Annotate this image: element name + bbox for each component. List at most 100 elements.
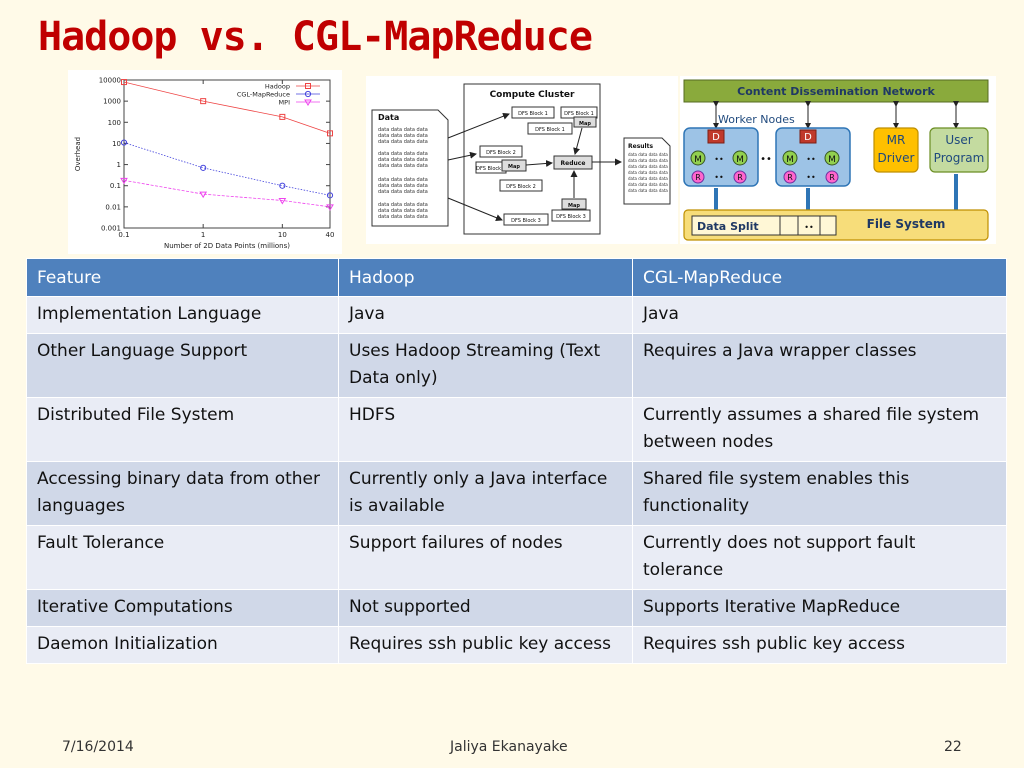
results-line: data data data data: [628, 188, 668, 193]
map-label-2a: M: [786, 155, 794, 165]
mr-driver-box: [873, 127, 919, 173]
table-row: Other Language Support Uses Hadoop Strea…: [26, 333, 1007, 398]
dots-1: ••: [714, 155, 723, 164]
worker-nodes-svg: Content Dissemination Network Worker Nod…: [683, 79, 989, 241]
legend-marker: [304, 99, 312, 106]
table-row: Implementation Language Java Java: [26, 296, 1007, 334]
feature-cell: Fault Tolerance: [26, 525, 339, 590]
mr-driver-label-1: MR: [887, 133, 906, 147]
map-box-3: [561, 198, 587, 210]
reduce-label-2a: R: [787, 173, 793, 182]
data-label: Data: [378, 113, 399, 122]
series-line-mpi: [123, 179, 331, 208]
feature-cell: Accessing binary data from other languag…: [26, 461, 339, 526]
reduce-node-2b: [825, 170, 839, 184]
hadoop-cell: Support failures of nodes: [338, 525, 633, 590]
feature-cell: Distributed File System: [26, 397, 339, 462]
cgl-cell: Supports Iterative MapReduce: [632, 589, 1007, 627]
user-program-label-1: User: [945, 133, 972, 147]
arrow-data-to-block3: [447, 197, 503, 221]
user-program-box: [929, 127, 989, 173]
slide-date: 7/16/2014: [62, 739, 134, 755]
cgl-cell: Requires ssh public key access: [632, 626, 1007, 664]
reduce-label-2b: R: [829, 173, 835, 182]
y-tick-label: 10000: [99, 77, 121, 85]
dfs-block-1c-label: DFS Block 1: [535, 127, 565, 133]
data-point-mpi: [120, 177, 128, 185]
dfs-block-3: [503, 213, 549, 226]
mr-driver-label-2: Driver: [878, 151, 915, 165]
network-label: Content Dissemination Network: [737, 85, 935, 98]
feature-cell: Daemon Initialization: [26, 626, 339, 664]
x-tick-label: 40: [326, 231, 335, 239]
worker-nodes-diagram: Content Dissemination Network Worker Nod…: [680, 76, 996, 244]
data-line: data data data data: [378, 151, 428, 157]
daemon-label-2: D: [804, 132, 812, 143]
dfs-block-1c: [527, 122, 573, 135]
data-point-mpi: [199, 191, 208, 199]
table-row: Daemon Initialization Requires ssh publi…: [26, 626, 1007, 664]
legend-label: MPI: [279, 99, 291, 107]
results-line: data data data data: [628, 164, 668, 169]
reduce-node-2a: [783, 170, 797, 184]
reduce-label-1b: R: [737, 173, 743, 182]
data-line: data data data data: [378, 133, 428, 139]
feature-cell: Iterative Computations: [26, 589, 339, 627]
map-label-3: Map: [568, 203, 580, 209]
results-line: data data data data: [628, 170, 668, 175]
legend-marker: [304, 90, 312, 98]
hadoop-cell: Java: [338, 296, 633, 334]
series-line-cgl-mapreduce: [123, 142, 331, 196]
daemon-label-1: D: [712, 132, 720, 143]
x-tick-label: 0.1: [118, 231, 129, 239]
dfs-block-3b-label: DFS Block 3: [556, 214, 586, 220]
data-line: data data data data: [378, 139, 428, 145]
cluster-title: Compute Cluster: [490, 90, 575, 100]
reduce-node-1b: [733, 170, 747, 184]
y-tick-label: 100: [108, 119, 121, 127]
results-line: data data data data: [628, 158, 668, 163]
map-box-2: [501, 159, 527, 172]
map-label-1: Map: [579, 121, 591, 127]
dfs-block-2c: [499, 179, 543, 192]
reduce-label: Reduce: [561, 160, 586, 167]
dfs-block-2c-label: DFS Block 2: [506, 184, 536, 190]
reduce-node-1a: [691, 170, 705, 184]
data-point-mpi: [326, 204, 334, 211]
user-program-label-2: Program: [934, 151, 985, 165]
data-point-cgl-mapreduce: [326, 192, 334, 199]
reduce-label-1a: R: [695, 173, 701, 182]
data-line: data data data data: [378, 127, 428, 133]
y-tick-label: 1: [117, 161, 121, 169]
table-row: Distributed File System HDFS Currently a…: [26, 397, 1007, 462]
series-line-hadoop: [123, 81, 331, 134]
data-point-hadoop: [279, 113, 286, 120]
results-line: data data data data: [628, 152, 668, 157]
worker-nodes-label: Worker Nodes: [718, 113, 795, 126]
comparison-table: Feature Hadoop CGL-MapReduce Implementat…: [26, 258, 1007, 664]
results-line: data data data data: [628, 176, 668, 181]
dfs-block-1b-label: DFS Block 1: [564, 111, 594, 117]
map-label-2b: M: [828, 155, 836, 165]
dots-2r: ••: [806, 173, 815, 182]
content-dissemination-network: [683, 79, 989, 103]
cgl-cell: Java: [632, 296, 1007, 334]
split-dots: ••: [804, 223, 813, 232]
overhead-chart: Overhead Number of 2D Data Points (milli…: [68, 70, 342, 254]
map-node-2a: [782, 150, 798, 166]
hadoop-cell: Not supported: [338, 589, 633, 627]
x-tick-label: 1: [201, 231, 205, 239]
daemon-box-2: [799, 129, 817, 144]
slide-title: Hadoop vs. CGL-MapReduce: [38, 14, 593, 60]
map-node-1b: [732, 150, 748, 166]
results-label: Results: [628, 143, 653, 150]
cgl-cell: Shared file system enables this function…: [632, 461, 1007, 526]
data-point-mpi: [278, 197, 287, 205]
map-box-1: [573, 116, 597, 128]
table-row: Fault Tolerance Support failures of node…: [26, 525, 1007, 590]
cgl-cell: Currently assumes a shared file system b…: [632, 397, 1007, 462]
dfs-block-1: [511, 106, 555, 119]
slide-author: Jaliya Ekanayake: [450, 739, 568, 755]
map-label-2: Map: [508, 164, 520, 170]
